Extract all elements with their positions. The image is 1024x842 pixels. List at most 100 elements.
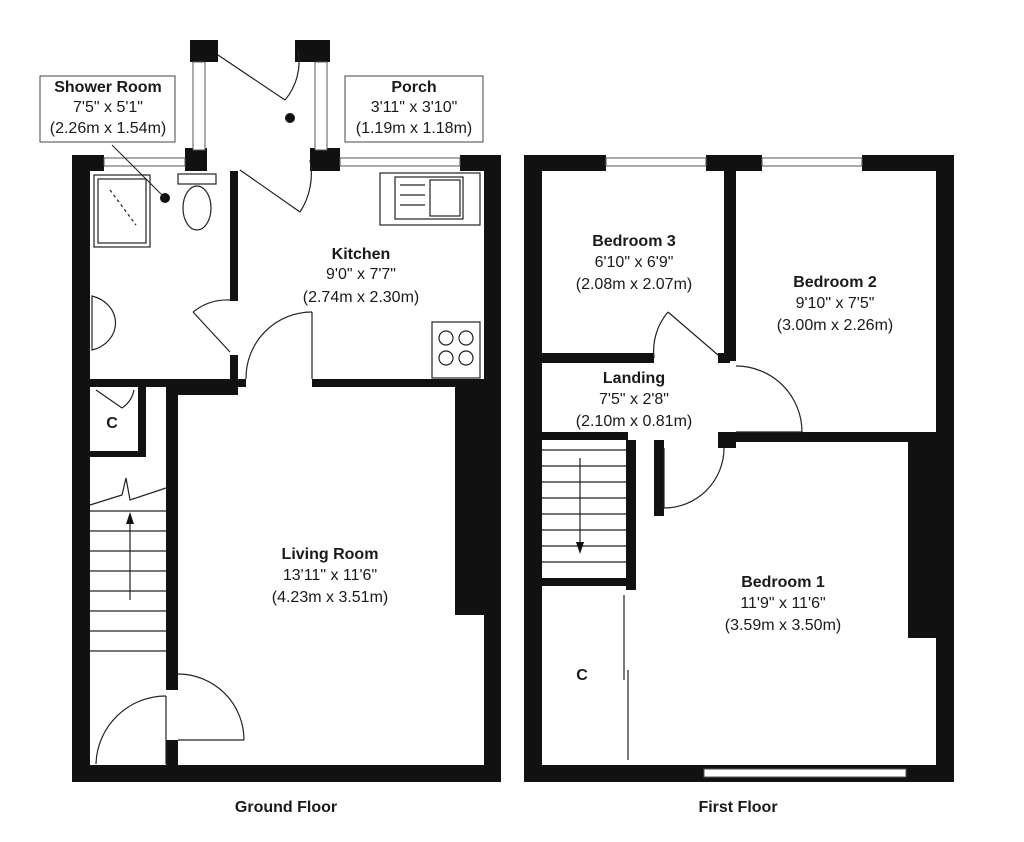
first-north-wall-right [862, 155, 954, 171]
shower-south-wall [90, 379, 238, 387]
first-west-wall [524, 155, 542, 782]
ground-south-wall [72, 765, 500, 782]
hob-ring-3 [438, 350, 454, 366]
living-north-wall-left [166, 387, 238, 395]
wash-basin [91, 295, 117, 351]
porch-pillar-right [295, 40, 330, 62]
bedroom2-window [761, 157, 863, 167]
kitchen-imperial: 9'0" x 7'7" [326, 266, 396, 283]
kitchen-entry-door-swing [299, 159, 312, 213]
bedroom1-door-swing [663, 447, 725, 509]
kitchen-sink-bowl [429, 179, 461, 217]
bedroom3-door-leaf [667, 311, 719, 356]
living-room-imperial: 13'11" x 11'6" [283, 567, 377, 584]
cupboard-door-leaf [95, 389, 123, 409]
shower-door-leaf [192, 311, 231, 353]
bedroom1-metric: (3.59m x 3.50m) [725, 617, 841, 634]
porch-pillar-left [190, 40, 218, 62]
ground-north-wall-mid [185, 148, 207, 171]
cupboard-east-wall [138, 387, 146, 457]
stair-east-wall [626, 440, 636, 590]
living-chimney-breast [455, 387, 484, 615]
bedroom2-metric: (3.00m x 2.26m) [777, 317, 893, 334]
bedroom2-imperial: 9'10" x 7'5" [796, 295, 875, 312]
porch-window-left [192, 61, 206, 151]
landing-metric: (2.10m x 0.81m) [576, 413, 692, 430]
first-east-wall [936, 155, 954, 782]
shower-kitchen-wall [230, 171, 238, 301]
front-door-swing [177, 673, 245, 741]
bed3-bed2-wall [724, 171, 736, 361]
ground-east-wall [484, 155, 501, 782]
bedroom1-imperial: 11'9" x 11'6" [740, 595, 825, 612]
toilet-bowl [182, 185, 212, 231]
porch-door-leaf [217, 54, 286, 101]
shower-room-leader-line [111, 144, 166, 199]
bedroom1-window [703, 768, 907, 778]
porch-imperial: 3'11" x 3'10" [371, 99, 458, 116]
toilet-cistern [177, 173, 217, 185]
bedroom2-door-swing [735, 365, 803, 433]
kitchen-entry-door-leaf [239, 169, 301, 213]
cupboard-south-wall [90, 451, 146, 457]
kitchen-name: Kitchen [332, 246, 391, 263]
porch-door-swing [284, 49, 300, 101]
porch-metric: (1.19m x 1.18m) [356, 120, 472, 137]
landing-south-wall [542, 432, 628, 440]
bedroom3-south-jamb [718, 353, 730, 363]
bedroom1-name: Bedroom 1 [741, 574, 825, 591]
living-room-metric: (4.23m x 3.51m) [272, 589, 388, 606]
bedroom1-north-jamb [718, 432, 736, 448]
ground-north-wall-left [72, 155, 104, 171]
kitchen-west-wall-low [230, 355, 238, 385]
kitchen-door-jamb [238, 379, 246, 387]
kitchen-worktop [379, 172, 481, 226]
ground-north-wall-right [460, 155, 501, 171]
bedroom2-south-wall [736, 432, 936, 442]
shower-room-metric: (2.26m x 1.54m) [50, 120, 166, 137]
kitchen-hob [431, 321, 481, 379]
living-west-wall-lower [166, 740, 178, 770]
living-room-name: Living Room [282, 546, 379, 563]
first-floor-plan [524, 155, 954, 782]
ground-north-wall-porch [310, 148, 340, 171]
shower-room-imperial: 7'5" x 5'1" [73, 99, 143, 116]
ground-floor-caption: Ground Floor [235, 799, 337, 816]
landing-imperial: 7'5" x 2'8" [599, 391, 669, 408]
porch-label-pointer [285, 113, 295, 123]
ground-west-wall [72, 155, 90, 780]
porch-window-right [314, 61, 328, 151]
kitchen-south-wall [312, 379, 484, 387]
ground-staircase [89, 477, 167, 652]
first-north-wall-mid [706, 155, 762, 171]
cupboard-door-swing [121, 389, 135, 409]
shower-room-name: Shower Room [54, 79, 162, 96]
kitchen-sink [394, 176, 464, 220]
first-floor-caption: First Floor [698, 799, 777, 816]
cupboard-north-wall [542, 578, 636, 586]
hob-ring-1 [438, 330, 454, 346]
ground-cupboard-label: C [106, 415, 118, 432]
ground-floor-plan [72, 40, 501, 782]
bedroom3-name: Bedroom 3 [592, 233, 676, 250]
shower-tray-inner [97, 178, 147, 244]
landing-name: Landing [603, 370, 665, 387]
bedroom1-chimney-breast [908, 442, 936, 638]
shower-room-callout-box [39, 75, 176, 143]
kitchen-metric: (2.74m x 2.30m) [303, 289, 419, 306]
kitchen-window [339, 157, 461, 167]
bedroom3-metric: (2.08m x 2.07m) [576, 276, 692, 293]
bedroom3-door-swing [652, 311, 669, 359]
porch-name: Porch [391, 79, 436, 96]
hob-ring-2 [458, 330, 474, 346]
front-entry-door-swing [95, 695, 167, 765]
bedroom2-name: Bedroom 2 [793, 274, 877, 291]
shower-tray-drain-line [109, 189, 137, 226]
kitchen-door-swing [245, 311, 313, 380]
living-west-wall-upper [166, 390, 178, 690]
bedroom3-south-wall [542, 353, 654, 363]
bedroom1-door-jamb [654, 440, 664, 516]
bedroom3-window [605, 157, 707, 167]
shower-door-swing [192, 299, 231, 313]
